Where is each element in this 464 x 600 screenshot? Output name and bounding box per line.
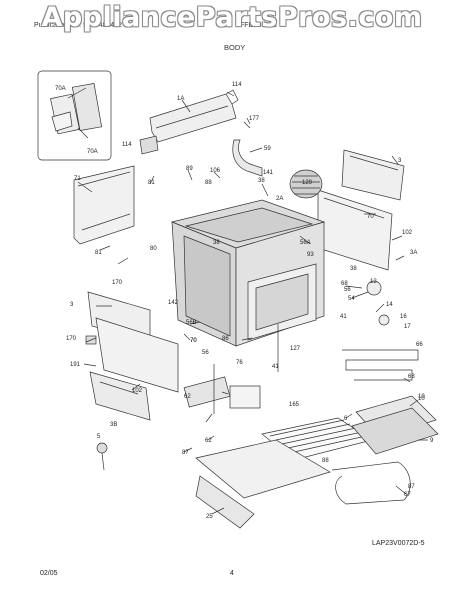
callout: 141 [263,170,274,176]
callout: 38 [258,178,265,184]
callout: 86 [222,336,229,342]
callout: 129 [302,180,313,186]
inset-frame [37,70,112,161]
callout: 68 [408,374,415,380]
callout: 68 [341,281,348,287]
callout: 70 [367,214,374,220]
callout: 93 [307,252,314,258]
callout: 3B [110,422,117,428]
callout: 102 [132,388,143,394]
inset-label: 70A [87,149,98,155]
callout: 56B [186,320,197,326]
callout: 41 [272,364,279,370]
inset-label: 70A [55,86,66,92]
callout: 191 [70,362,81,368]
callout: 56 [344,287,351,293]
callout: 76 [236,360,243,366]
callout: 1A [177,96,184,102]
callout: 87 [182,450,189,456]
callout: 88 [205,180,212,186]
callout: 5 [97,434,101,440]
callout: 80 [150,246,157,252]
callout: 56 [202,350,209,356]
model-number: FFEF3018L [240,22,277,29]
callout: 170 [112,280,123,286]
callout: 114 [122,142,132,148]
callout: 12 [370,279,377,285]
callout: 3 [398,158,402,164]
callout: 70 [190,338,197,344]
callout: 142 [168,300,179,306]
callout: 9 [430,438,434,444]
diagram-code: LAP23V0072D-5 [372,540,425,547]
callout: 89 [186,166,193,172]
callout: 17 [404,324,411,330]
callout: 81 [95,250,102,256]
callout: 16 [400,314,407,320]
callout: 10 [418,396,425,402]
callout: 88 [322,458,329,464]
footer-date: 02/05 [40,570,58,577]
callout: 59 [264,146,271,152]
callout: 3A [410,250,417,256]
callout: 56A [300,240,311,246]
callout: 38 [350,266,357,272]
callout: 114 [232,82,242,88]
callout: 25 [206,514,213,520]
callout: 127 [290,346,301,352]
callout: 70 [190,338,197,344]
watermark: AppliancePartsPros.com [41,2,423,33]
callout: 81 [148,180,155,186]
section-title: BODY [224,43,246,52]
callout: 10 [418,394,425,400]
callout: 54 [348,296,355,302]
publication-number: Publication No. 5995483452 [34,22,122,29]
callout: 3 [70,302,74,308]
callout: 106 [210,168,221,174]
callout: 67 [404,492,411,498]
callout: 170 [66,336,77,342]
callout: 6 [344,416,348,422]
callout: 38 [213,240,220,246]
callout: 14 [386,302,393,308]
callout: 66 [416,342,423,348]
callout: 41 [340,314,347,320]
callout: 62 [184,394,191,400]
callout: 87 [408,484,415,490]
callout: 2A [276,196,283,202]
page-number: 4 [230,570,234,577]
callout: 71 [74,176,81,182]
callout: 62 [205,438,212,444]
callout: 165 [289,402,300,408]
callout: 177 [249,116,260,122]
callout: 102 [402,230,413,236]
